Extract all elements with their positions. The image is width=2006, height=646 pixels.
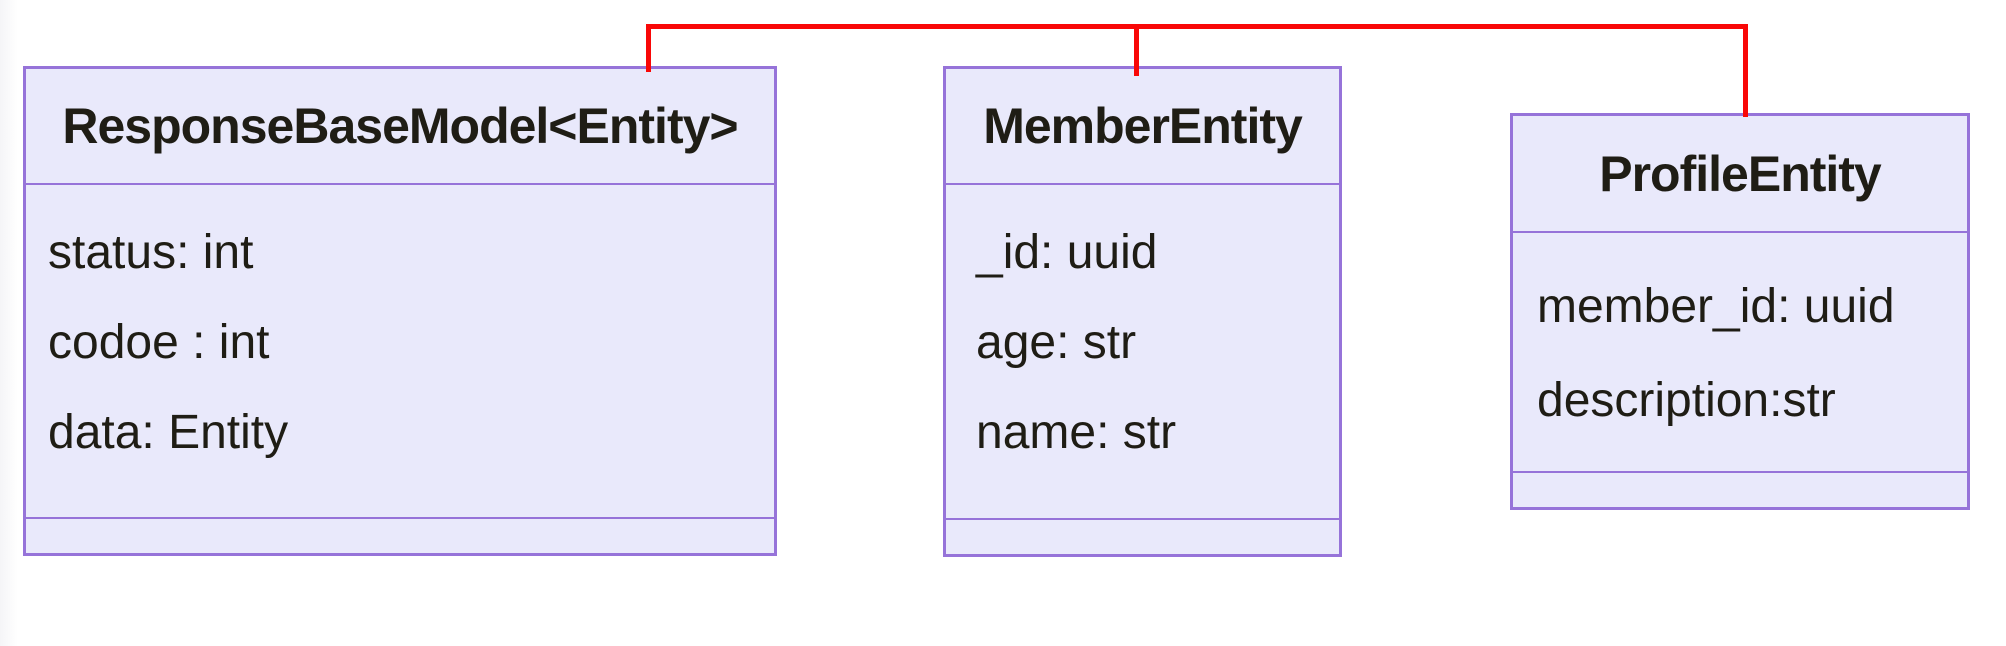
class-box-responsebasemodel: ResponseBaseModel<Entity> status: int co… <box>23 66 777 556</box>
connector-drop-memberentity <box>1134 24 1139 76</box>
connector-drop-profileentity <box>1743 24 1748 117</box>
field-codoe: codoe : int <box>48 315 270 369</box>
field-data: data: Entity <box>48 405 289 459</box>
field-description: description:str <box>1537 373 1836 427</box>
class-fields-compartment: member_id: uuid description:str <box>1513 233 1967 473</box>
field-member-id: member_id: uuid <box>1537 279 1895 333</box>
class-box-profileentity: ProfileEntity member_id: uuid descriptio… <box>1510 113 1970 510</box>
connector-drop-responsebasemodel <box>646 24 651 72</box>
field-id: _id: uuid <box>976 225 1158 279</box>
class-fields-compartment: status: int codoe : int data: Entity <box>26 185 774 519</box>
class-methods-compartment-empty <box>26 519 774 553</box>
class-fields-compartment: _id: uuid age: str name: str <box>946 185 1339 520</box>
field-age: age: str <box>976 315 1137 369</box>
class-methods-compartment-empty <box>946 520 1339 554</box>
class-box-memberentity: MemberEntity _id: uuid age: str name: st… <box>943 66 1342 557</box>
connector-rail <box>646 24 1748 29</box>
field-name: name: str <box>976 405 1177 459</box>
class-title: MemberEntity <box>946 69 1339 185</box>
class-title: ResponseBaseModel<Entity> <box>26 69 774 185</box>
field-status: status: int <box>48 225 254 279</box>
class-methods-compartment-empty <box>1513 473 1967 507</box>
left-edge-shade <box>0 0 18 646</box>
class-title: ProfileEntity <box>1513 116 1967 233</box>
